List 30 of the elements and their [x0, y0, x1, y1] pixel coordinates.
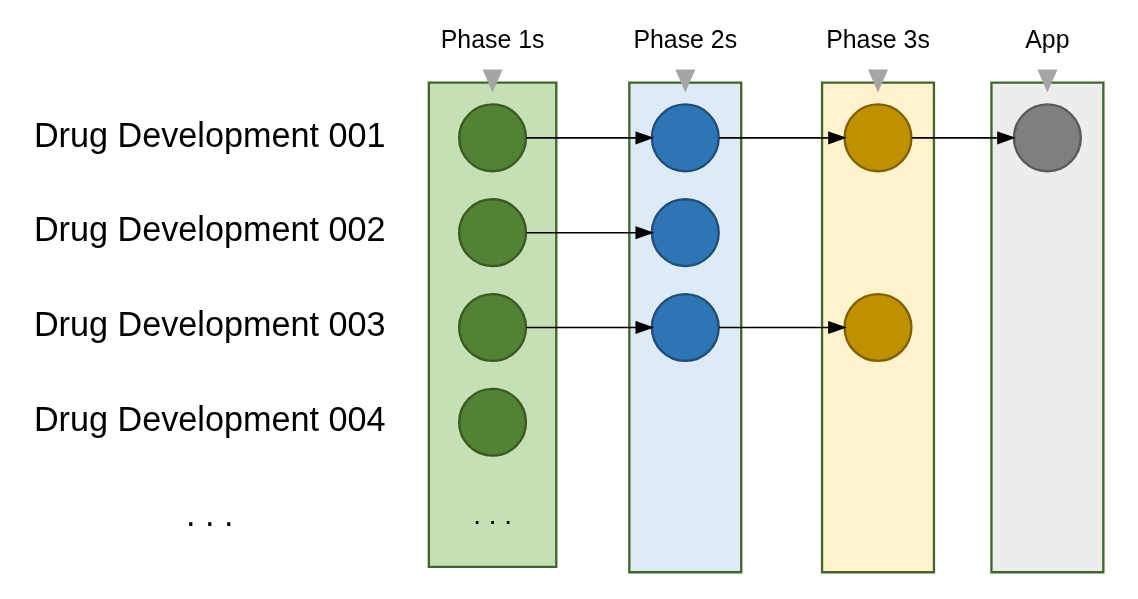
cluster: [427, 81, 557, 568]
arrow: [525, 320, 654, 334]
label: Drug Development 002: [33, 210, 385, 249]
cluster: [820, 81, 935, 574]
node-text: App: [1024, 25, 1070, 54]
arrow: [717, 320, 847, 334]
node-circle: [457, 292, 527, 363]
label: Drug Development 004: [33, 399, 385, 438]
node-circle: [650, 292, 720, 363]
label: . . .: [185, 494, 233, 533]
node-circle: [457, 387, 527, 457]
arrow: [717, 131, 847, 145]
node-text: . . .: [472, 498, 512, 530]
node-text: Phase 3s: [825, 25, 930, 54]
arrow: [525, 226, 654, 240]
node-circle: [842, 292, 913, 363]
label: Drug Development 001: [33, 115, 385, 154]
node-circle: [1012, 103, 1082, 173]
node-circle: [842, 103, 913, 173]
arrow: [525, 131, 654, 145]
node-circle: [650, 103, 720, 173]
cluster: [627, 81, 742, 574]
arrow: [910, 131, 1016, 145]
cluster: [989, 81, 1104, 574]
node-circle: [457, 198, 527, 268]
node-text: Phase 1s: [440, 25, 544, 54]
node-circle: [650, 198, 720, 268]
label: Drug Development 003: [33, 305, 385, 344]
node-circle: [457, 103, 527, 173]
node-text: Phase 2s: [632, 25, 737, 54]
